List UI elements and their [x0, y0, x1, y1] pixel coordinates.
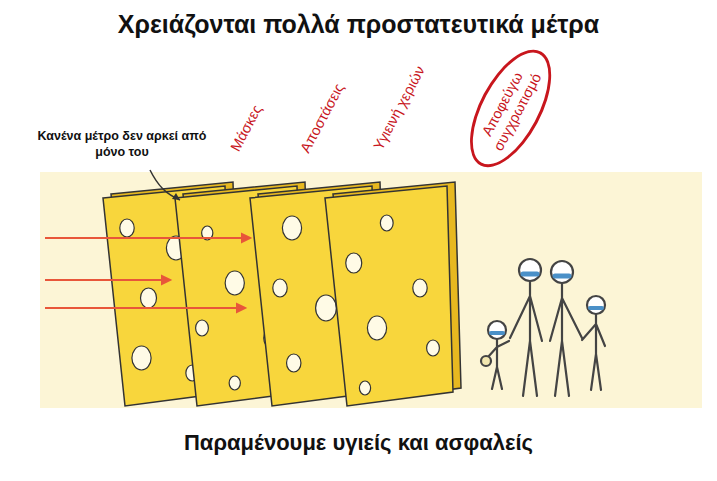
highlight-ellipse: Αποφεύγω συγχρωτισμό: [453, 37, 567, 179]
cheese-hole: [229, 376, 240, 390]
cheese-hole: [196, 320, 209, 336]
measure-label: Υγιεινή χεριών: [370, 63, 428, 152]
callout-note: Κανένα μέτρο δεν αρκεί από μόνο του: [37, 128, 207, 161]
threat-ray: [45, 307, 245, 309]
callout-leader: [150, 170, 180, 200]
cheese-hole: [427, 340, 440, 356]
cheese-hole: [287, 354, 301, 372]
cheese-hole: [120, 219, 134, 237]
callout-arrowhead: [172, 193, 180, 200]
measure-label: Μάσκες: [227, 102, 265, 154]
cheese-hole: [316, 295, 337, 321]
ray-head: [237, 304, 245, 312]
cheese-hole: [367, 316, 386, 340]
cheese-hole: [413, 279, 427, 297]
threat-ray: [45, 237, 250, 239]
diagram-title: Χρειάζονται πολλά προστατευτικά μέτρα: [0, 10, 717, 39]
ray-head: [242, 234, 250, 242]
cheese-hole: [132, 346, 151, 370]
cheese-hole: [359, 381, 370, 395]
family-figures: [481, 259, 605, 396]
cheese-slice: [325, 182, 461, 406]
cheese-hole: [141, 288, 157, 308]
cheese-slices: [103, 182, 461, 406]
cheese-hole: [273, 279, 287, 297]
slice-face: [325, 186, 453, 406]
diagram-caption: Παραμένουμε υγιείς και ασφαλείς: [0, 430, 717, 456]
ray-head: [162, 276, 170, 284]
cheese-hole: [346, 253, 362, 273]
node-text: Αποφεύγω συγχρωτισμό: [472, 58, 547, 158]
cheese-hole: [282, 216, 301, 240]
cheese-hole: [225, 271, 244, 295]
threat-ray: [45, 279, 170, 281]
measure-label: Αποστάσεις: [297, 81, 347, 156]
cheese-hole: [380, 215, 393, 231]
background-band: [40, 172, 702, 408]
